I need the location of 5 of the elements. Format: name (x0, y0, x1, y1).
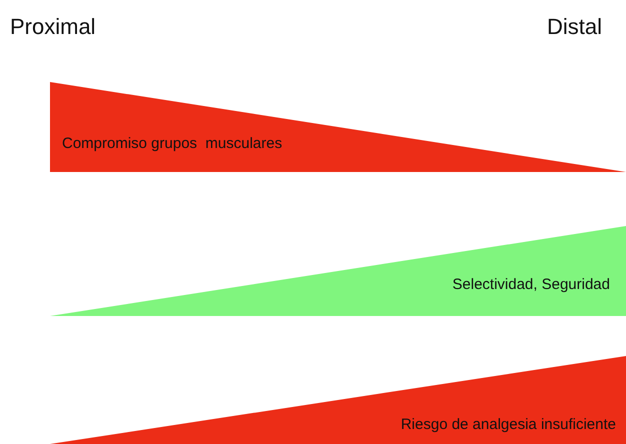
wedge-label: Compromiso grupos musculares (62, 135, 282, 152)
axis-end-label: Distal (546, 14, 602, 40)
wedge-label: Riesgo de analgesia insuficiente (400, 416, 616, 433)
wedge-label: Selectividad, Seguridad (452, 276, 610, 293)
axis-end-label: Proximal (10, 14, 96, 40)
